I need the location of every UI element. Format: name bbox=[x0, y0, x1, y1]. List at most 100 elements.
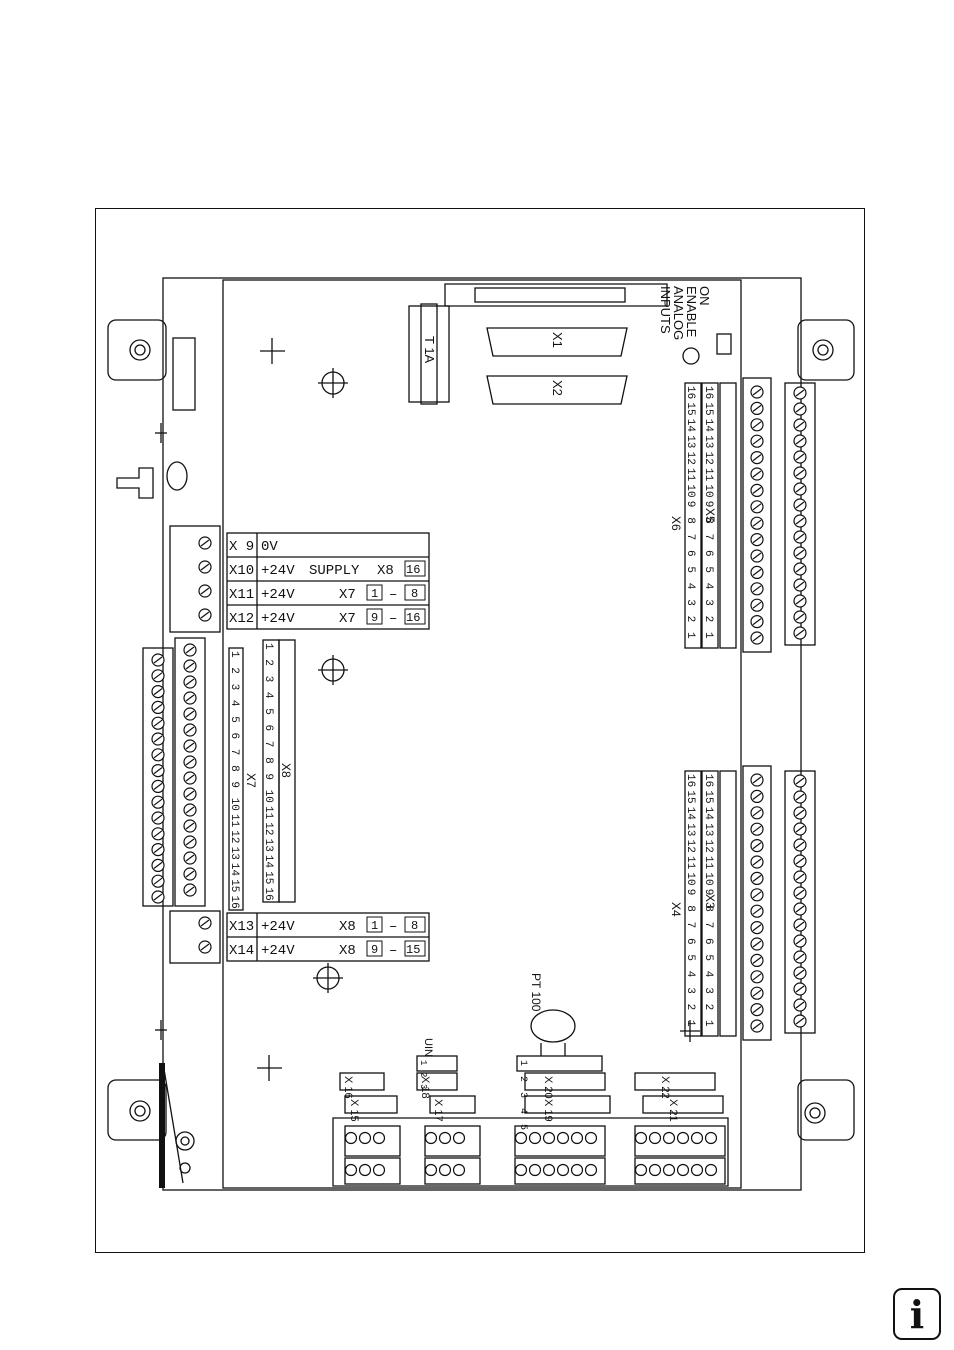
screw-terminal bbox=[750, 953, 764, 968]
pin-number: 15 bbox=[702, 790, 714, 803]
screw-terminal bbox=[793, 386, 807, 400]
screw-terminal bbox=[793, 498, 807, 512]
inputs-label: INPUTS bbox=[658, 286, 673, 334]
screw-terminal bbox=[750, 773, 764, 787]
x6-label: X6 bbox=[669, 516, 683, 531]
mount-ear-top-left bbox=[107, 319, 167, 381]
screw-terminal bbox=[183, 835, 197, 849]
pin-number: 16 bbox=[262, 888, 274, 901]
pin-number: 3 bbox=[228, 684, 240, 691]
pin-number: 9 bbox=[684, 889, 696, 896]
pin-number: 16 bbox=[684, 774, 696, 787]
screw-terminal bbox=[183, 739, 197, 753]
pin-from: 1 bbox=[371, 919, 378, 933]
pin-number: 2 bbox=[262, 659, 274, 666]
pin-number: 13 bbox=[702, 823, 714, 836]
supply-target: X8 bbox=[339, 919, 356, 935]
pin-number: 16 bbox=[702, 774, 714, 787]
screw-terminal bbox=[793, 1014, 807, 1028]
pin-to: 15 bbox=[406, 943, 420, 957]
pin-number: 4 bbox=[684, 583, 696, 590]
supply-conn: X13 bbox=[229, 919, 254, 935]
screw-terminal bbox=[793, 546, 807, 560]
pin-number: 5 bbox=[228, 716, 240, 723]
screw-terminal bbox=[183, 851, 197, 865]
screw-terminal bbox=[750, 871, 764, 886]
pin-number: 3 bbox=[702, 599, 714, 606]
screw-terminal bbox=[750, 920, 764, 935]
supply-target: X8 bbox=[377, 563, 394, 579]
pin-number: 12 bbox=[684, 840, 696, 853]
supply-volt: +24V bbox=[261, 563, 295, 579]
pin-number: 14 bbox=[684, 419, 696, 433]
pin-number: 3 bbox=[418, 1084, 428, 1089]
screw-terminal bbox=[793, 562, 807, 576]
pin-number: 3 bbox=[684, 987, 696, 994]
screw-terminal bbox=[750, 598, 764, 612]
pin-number: 5 bbox=[684, 566, 696, 573]
pin-number: 15 bbox=[228, 879, 240, 892]
screw-terminal bbox=[198, 584, 212, 598]
pin-number: 8 bbox=[702, 905, 714, 912]
x22-label: X 22 bbox=[659, 1076, 671, 1099]
pin-number: 8 bbox=[228, 765, 240, 772]
supply-conn: X12 bbox=[229, 611, 254, 627]
screw-terminal bbox=[750, 467, 764, 481]
screw-terminal bbox=[183, 723, 197, 737]
fuse-label: T 1A bbox=[422, 336, 437, 364]
supply-target: X7 bbox=[339, 587, 356, 603]
screw-terminal bbox=[793, 806, 807, 820]
pin-number: 1 bbox=[684, 632, 696, 639]
screw-terminal bbox=[793, 918, 807, 932]
board-outline bbox=[162, 277, 802, 1191]
pin-number: 2 bbox=[702, 616, 714, 623]
pin-number: 15 bbox=[262, 871, 274, 884]
screw-terminal bbox=[198, 560, 212, 574]
pin-dash: – bbox=[389, 919, 397, 935]
pin-number: 3 bbox=[702, 987, 714, 994]
screw-terminal bbox=[198, 608, 212, 622]
screw-terminal bbox=[793, 402, 807, 416]
pin-to-box bbox=[404, 940, 426, 957]
pin-number: 15 bbox=[684, 402, 696, 415]
pin-number: 9 bbox=[228, 781, 240, 788]
pin-number: 9 bbox=[702, 501, 714, 508]
screw-terminal bbox=[793, 610, 807, 624]
pin-to-box bbox=[404, 916, 426, 933]
pin-number: 7 bbox=[262, 741, 274, 748]
info-icon: i bbox=[893, 1288, 941, 1340]
screw-terminal bbox=[151, 732, 165, 746]
pin-number: 2 bbox=[684, 1004, 696, 1011]
screw-terminal bbox=[793, 886, 807, 900]
screw-terminal bbox=[793, 466, 807, 480]
pin-from: 1 bbox=[371, 587, 378, 601]
pin-number: 5 bbox=[517, 1124, 528, 1130]
screw-terminal bbox=[750, 789, 764, 804]
x4-label: X4 bbox=[669, 902, 683, 917]
screw-terminal bbox=[198, 940, 212, 954]
pin-number: 4 bbox=[228, 700, 240, 707]
screw-terminal bbox=[183, 755, 197, 769]
analog-label: ANALOG bbox=[671, 286, 686, 340]
pin-number: 8 bbox=[684, 905, 696, 912]
screw-terminal bbox=[750, 385, 764, 399]
screw-terminal bbox=[750, 838, 764, 853]
x17-label: X 17 bbox=[432, 1099, 444, 1122]
supply-conn: X10 bbox=[229, 563, 254, 579]
screw-terminal bbox=[183, 675, 197, 689]
uin-label: UIN bbox=[422, 1038, 434, 1057]
screw-terminal bbox=[750, 533, 764, 547]
x7-label: X7 bbox=[244, 773, 258, 788]
screw-terminal bbox=[793, 530, 807, 544]
supply-volt: 0V bbox=[261, 539, 278, 555]
screw-terminal bbox=[151, 842, 165, 857]
pin-number: 1 bbox=[228, 651, 240, 658]
pin-number: 8 bbox=[684, 517, 696, 524]
screw-terminal bbox=[750, 615, 764, 629]
pin-number: 12 bbox=[228, 830, 240, 843]
screw-terminal bbox=[793, 934, 807, 948]
screw-terminal bbox=[793, 822, 807, 836]
pin-number: 2 bbox=[684, 616, 696, 623]
screw-terminal bbox=[151, 763, 165, 778]
